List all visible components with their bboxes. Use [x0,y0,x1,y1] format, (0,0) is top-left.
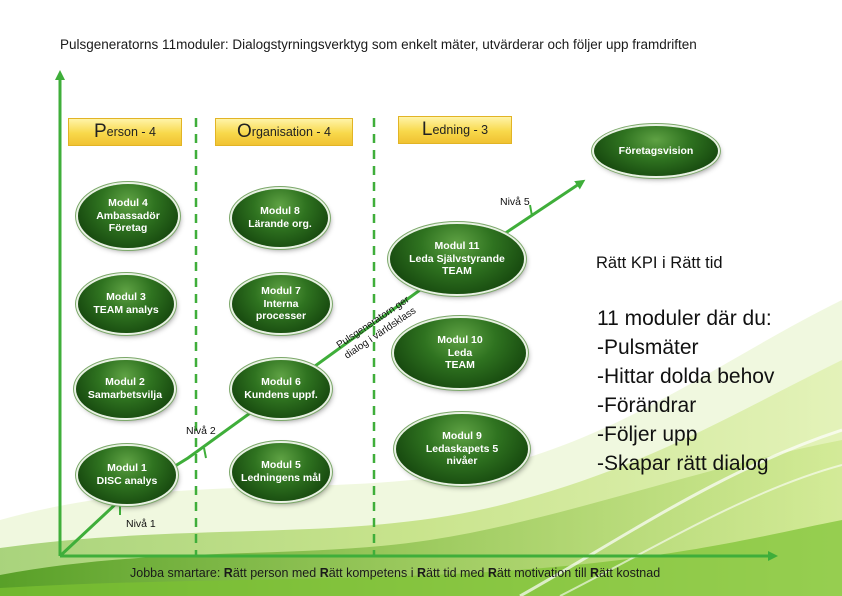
node-modul-8-line-2: Lärande org. [248,218,312,230]
list-item: 11 moduler där du: [597,307,772,330]
caption-initial: R [319,566,329,580]
node-modul-3-line-2: TEAM analys [93,304,159,316]
caption-text: ätt kostnad [599,566,661,580]
list-item: -Följer upp [597,423,698,446]
node-modul-8-line-1: Modul 8 [260,205,300,218]
node-foretagsvision[interactable]: Företagsvision [594,126,718,176]
node-modul-7-line-1: Modul 7 [261,285,301,298]
header-organisation-initial: O [237,121,252,142]
node-modul-6-line-2: Kundens uppf. [244,389,318,401]
module-benefits-list: 11 moduler där du: -Pulsmäter -Hittar do… [597,304,774,478]
caption-initial: R [416,566,426,580]
kpi-text: Rätt KPI i Rätt tid [596,254,723,272]
node-modul-6-line-1: Modul 6 [261,376,301,389]
node-modul-1[interactable]: Modul 1 DISC analys [78,446,176,504]
node-modul-4-line-1: Modul 4 [108,197,148,210]
list-item: -Pulsmäter [597,336,699,359]
node-modul-10-line-2: Leda [447,346,473,359]
node-modul-10[interactable]: Modul 10 Leda TEAM [394,318,526,388]
node-modul-11[interactable]: Modul 11 Leda Självstyrande TEAM [390,224,524,294]
node-modul-3[interactable]: Modul 3 TEAM analys [78,275,174,333]
caption-text: ätt person med [232,566,320,580]
node-modul-11-line-1: Modul 11 [434,240,480,253]
caption-text: ätt tid med [426,566,488,580]
node-modul-10-line-3: TEAM [445,359,475,372]
header-person-initial: P [93,121,107,142]
bottom-caption: Jobba smartare: Rätt person med Rätt kom… [130,566,660,580]
node-modul-7-line-2: Interna processer [255,297,307,323]
list-item: -Förändrar [597,394,697,417]
node-modul-11-line-3: TEAM [442,265,472,278]
node-modul-5-line-2: Ledningens mål [241,472,321,484]
list-item: -Hittar dolda behov [597,365,775,388]
node-modul-3-line-1: Modul 3 [106,291,146,304]
node-modul-5[interactable]: Modul 5 Ledningens mål [232,443,330,501]
caption-text: ätt motivation till [496,566,590,580]
node-modul-1-line-1: Modul 1 [107,462,147,475]
node-modul-1-line-2: DISC analys [96,475,158,487]
node-modul-4[interactable]: Modul 4 Ambassadör Företag [78,184,178,248]
caption-initial: R [223,566,233,580]
node-modul-6[interactable]: Modul 6 Kundens uppf. [232,360,330,418]
page-title: Pulsgeneratorns 11moduler: Dialogstyrnin… [60,37,697,52]
node-modul-8[interactable]: Modul 8 Lärande org. [232,189,328,247]
node-modul-4-line-3: Företag [108,222,148,235]
node-modul-9[interactable]: Modul 9 Ledaskapets 5 nivåer [396,414,528,484]
node-modul-2-line-1: Modul 2 [105,376,145,389]
caption-initial: R [589,566,599,580]
node-modul-2-line-2: Samarbetsvilja [87,389,163,401]
node-modul-2[interactable]: Modul 2 Samarbetsvilja [76,360,174,418]
node-foretagsvision-label: Företagsvision [618,144,694,157]
list-item: -Skapar rätt dialog [597,452,769,475]
level-5-label: Nivå 5 [500,196,530,208]
swoosh-bottom [0,520,842,596]
caption-initial: R [487,566,497,580]
header-ledning-initial: L [421,119,433,140]
node-modul-11-line-2: Leda Självstyrande [409,252,505,265]
node-modul-7[interactable]: Modul 7 Interna processer [232,275,330,333]
caption-text: ätt kompetens i [328,566,417,580]
level-1-label: Nivå 1 [126,518,156,530]
node-modul-10-line-1: Modul 10 [437,334,483,347]
node-modul-9-line-1: Modul 9 [442,430,482,443]
level-2-label: Nivå 2 [186,425,216,437]
node-modul-5-line-1: Modul 5 [261,459,301,472]
node-modul-9-line-2: Ledaskapets 5 [425,442,499,455]
caption-text: Jobba smartare: [130,566,224,580]
node-modul-4-line-2: Ambassadör [96,209,160,222]
node-modul-9-line-3: nivåer [446,455,478,468]
header-person-text: erson - 4 [106,125,157,139]
header-organisation-text: rganisation - 4 [251,125,331,139]
header-ledning-text: edning - 3 [432,123,489,137]
